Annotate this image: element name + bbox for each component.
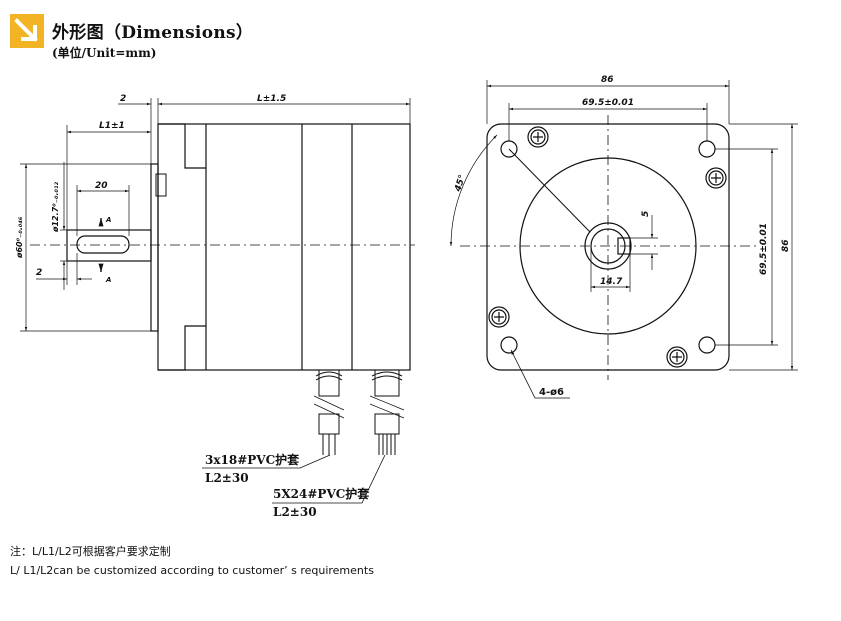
cable2-spec: 5X24#PVC护套 [273, 486, 370, 501]
note-english: L/ L1/L2can be customized according to c… [10, 564, 374, 577]
dim-86-top: 86 [601, 75, 614, 85]
dim-69-5-right: 69.5±0.01 [759, 223, 769, 275]
front-view [449, 80, 798, 399]
shaft [66, 229, 152, 262]
note-chinese: 注：L/L1/L2可根据客户要求定制 [10, 545, 171, 558]
cable-2 [374, 369, 400, 397]
cable2-length: L2±30 [273, 505, 317, 519]
cable1-spec: 3x18#PVC护套 [205, 452, 300, 467]
dim-45-degree: 45° [453, 174, 468, 194]
dim-14-7: 14.7 [600, 277, 623, 287]
screw-icon [527, 126, 549, 148]
brand-logo-icon [10, 14, 44, 48]
cable-1 [318, 369, 340, 397]
page-subtitle: (单位/Unit=mm) [52, 46, 157, 60]
dim-key-5: 5 [641, 211, 651, 217]
motor-body [157, 123, 411, 371]
dim-L1: L1±1 [99, 121, 125, 131]
dim-86-right: 86 [781, 239, 791, 252]
section-mark-bottom: A [105, 276, 111, 284]
side-view [20, 98, 415, 371]
screw-icon [705, 167, 727, 189]
dim-69-5-top: 69.5±0.01 [582, 98, 634, 108]
dim-flange-diameter: ø60⁰₋₀.₀₄₆ [15, 216, 24, 259]
cable1-length: L2±30 [205, 471, 249, 485]
screw-icon [666, 346, 688, 368]
section-mark-top: A [105, 216, 111, 224]
mount-hole [698, 140, 716, 158]
dim-2-bottom: 2 [36, 268, 42, 278]
dim-holes: 4-ø6 [539, 387, 564, 398]
cables [202, 369, 405, 504]
dim-2-top: 2 [120, 94, 126, 104]
mount-hole [500, 336, 518, 354]
dim-20: 20 [95, 181, 108, 191]
page-title: 外形图（Dimensions） [52, 23, 254, 43]
dim-shaft-diameter: ø12.7⁰₋₀.₀₁₂ [51, 181, 60, 233]
flange-plate [150, 163, 159, 332]
screw-icon [488, 306, 510, 328]
dim-L: L±1.5 [257, 94, 286, 104]
mount-hole [698, 336, 716, 354]
